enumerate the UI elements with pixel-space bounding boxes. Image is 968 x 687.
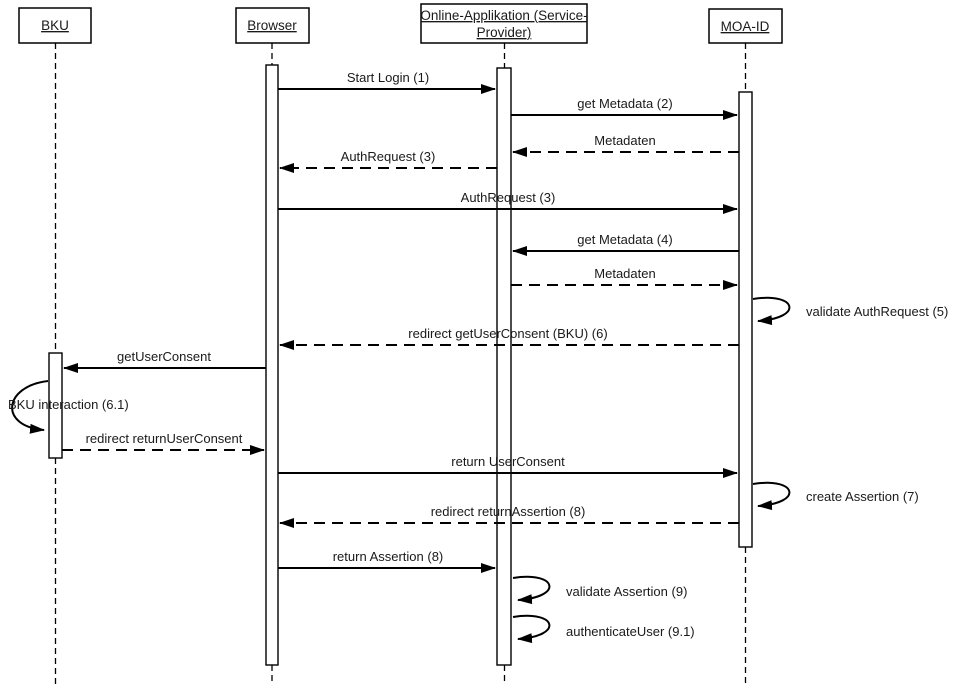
message-label-getuserconsent: getUserConsent — [117, 349, 211, 364]
message-label-redirect-returnuserconsent: redirect returnUserConsent — [86, 431, 243, 446]
actor-label-moa-id: MOA-ID — [721, 19, 770, 34]
actor-label-online-app-line1: Online-Applikation (Service- — [420, 8, 587, 23]
message-getuserconsent: getUserConsent — [63, 349, 266, 373]
message-label-metadaten-return-1: Metadaten — [594, 133, 655, 148]
actor-box-moa-id — [708, 8, 783, 44]
message-label-redirect-getuserconsent: redirect getUserConsent (BKU) (6) — [408, 326, 607, 341]
message-create-assertion: create Assertion (7) — [752, 481, 919, 511]
message-loop-authenticateuser — [512, 614, 551, 644]
actor-moa-id: MOA-ID — [708, 8, 783, 44]
message-bku-interaction: BKU interaction (6.1) — [8, 380, 129, 434]
message-label-authrequest-forward: AuthRequest (3) — [461, 190, 556, 205]
message-metadaten-return-1: Metadaten — [512, 133, 739, 157]
actor-box-browser — [235, 7, 310, 44]
message-label-validate-assertion: validate Assertion (9) — [566, 584, 687, 599]
message-label-authrequest-return: AuthRequest (3) — [341, 149, 436, 164]
message-label-return-assertion: return Assertion (8) — [333, 549, 444, 564]
message-validate-authrequest: validate AuthRequest (5) — [752, 296, 948, 326]
activation-bku — [48, 352, 63, 459]
message-redirect-getuserconsent: redirect getUserConsent (BKU) (6) — [279, 326, 739, 350]
message-redirect-returnassertion: redirect returnAssertion (8) — [279, 504, 739, 528]
actor-bku: BKU — [18, 7, 92, 44]
actor-label-bku: BKU — [41, 18, 69, 33]
message-label-start-login: Start Login (1) — [347, 70, 429, 85]
activation-moa-id — [738, 91, 753, 548]
actor-box-online-app — [420, 3, 588, 44]
activation-online-app — [496, 67, 512, 666]
message-label-validate-authrequest: validate AuthRequest (5) — [806, 304, 948, 319]
message-label-authenticateuser: authenticateUser (9.1) — [566, 624, 695, 639]
lifelines — [54, 43, 747, 685]
message-redirect-returnuserconsent: redirect returnUserConsent — [62, 431, 265, 455]
message-loop-validate-authrequest — [752, 296, 791, 326]
message-label-get-metadata-2: get Metadata (2) — [577, 96, 672, 111]
message-label-redirect-returnassertion: redirect returnAssertion (8) — [431, 504, 586, 519]
message-metadaten-return-2: Metadaten — [511, 266, 738, 290]
message-validate-assertion: validate Assertion (9) — [512, 575, 687, 605]
activations — [48, 64, 753, 666]
message-get-metadata-4: get Metadata (4) — [512, 232, 739, 256]
message-authrequest-return: AuthRequest (3) — [279, 149, 497, 173]
message-start-login: Start Login (1) — [278, 70, 496, 94]
actor-box-bku — [18, 7, 92, 44]
actor-label-browser: Browser — [247, 18, 297, 33]
actor-online-app: Online-Applikation (Service- Provider) — [420, 3, 588, 44]
message-return-userconsent: return UserConsent — [278, 454, 738, 478]
actor-label-online-app-line2: Provider) — [477, 25, 532, 40]
message-label-get-metadata-4: get Metadata (4) — [577, 232, 672, 247]
message-loop-create-assertion — [752, 481, 791, 511]
actor-browser: Browser — [235, 7, 310, 44]
message-loop-bku-interaction — [11, 380, 49, 434]
message-authrequest-forward: AuthRequest (3) — [278, 190, 738, 214]
message-label-return-userconsent: return UserConsent — [451, 454, 565, 469]
message-return-assertion: return Assertion (8) — [278, 549, 496, 573]
message-get-metadata-2: get Metadata (2) — [511, 96, 738, 120]
message-loop-validate-assertion — [512, 575, 551, 605]
activation-browser — [265, 64, 279, 666]
actor-headers: BKU Browser Online-Applikation (Service-… — [18, 3, 783, 44]
message-label-create-assertion: create Assertion (7) — [806, 489, 919, 504]
message-authenticateuser: authenticateUser (9.1) — [512, 614, 695, 644]
message-label-bku-interaction: BKU interaction (6.1) — [8, 397, 129, 412]
message-label-metadaten-return-2: Metadaten — [594, 266, 655, 281]
